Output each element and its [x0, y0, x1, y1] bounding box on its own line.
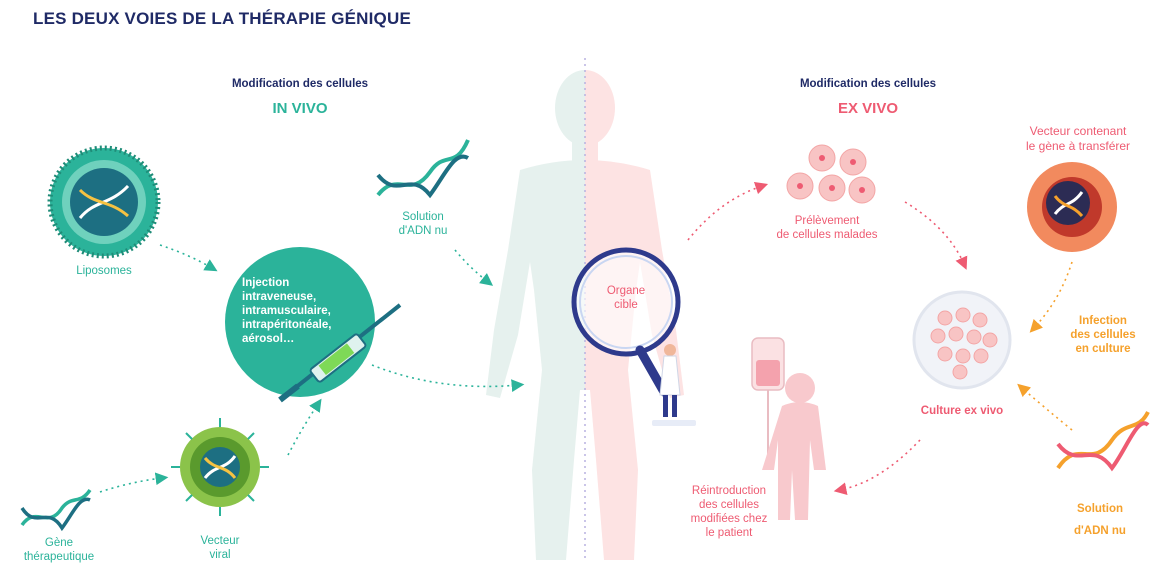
sampling-line-2: de cellules malades — [776, 229, 878, 241]
vector-gene-line-1: Vecteur contenant — [1029, 124, 1127, 138]
infection-line-1: Infection — [1079, 315, 1127, 327]
arrow-injection-body — [371, 364, 525, 392]
gene-label: Gène thérapeutique — [4, 536, 114, 564]
page-title: LES DEUX VOIES DE LA THÉRAPIE GÉNIQUE — [33, 9, 411, 28]
dna-icon-in-vivo — [376, 139, 470, 199]
dna-icon-gene — [20, 488, 92, 532]
liposome-icon — [47, 145, 161, 259]
vector-line-2: viral — [209, 549, 231, 561]
reintro-line-1: Réintroduction — [691, 485, 767, 497]
solution-line-2: d'ADN nu — [398, 225, 448, 237]
organ-line-1: Organe — [606, 285, 646, 297]
reintro-line-4: le patient — [705, 527, 753, 539]
solution-line-2: d'ADN nu — [1074, 525, 1126, 537]
ex-vivo-heading: EX VIVO — [837, 100, 899, 117]
injection-line: aérosol… — [242, 333, 295, 345]
infection-line-3: en culture — [1075, 343, 1131, 355]
viral-vector-label: Vecteur viral — [170, 534, 270, 562]
vector-gene-label: Vecteur contenant le gène à transférer — [1008, 124, 1148, 154]
arrow-virus-injection — [287, 398, 322, 456]
liposomes-label: Liposomes — [76, 265, 132, 277]
vector-cell-icon — [1027, 162, 1117, 252]
petri-dish-icon — [912, 290, 1012, 390]
arrow-liposome-injection — [159, 244, 218, 272]
arrow-dna-culture — [1017, 383, 1073, 431]
injection-label: Injection intraveneuse, intramusculaire,… — [242, 276, 331, 346]
arrow-vector-culture — [1029, 261, 1073, 333]
arrow-gene-virus — [99, 472, 169, 493]
organ-label: Organe cible — [586, 284, 666, 312]
solution-line-1: Solution — [1077, 503, 1123, 515]
gene-line-1: Gène — [44, 537, 74, 549]
syringe-icon — [278, 303, 402, 403]
viral-vector-icon — [171, 418, 269, 516]
patient-icon — [762, 373, 826, 520]
magnifier-icon — [571, 247, 681, 397]
solution-label-in-vivo: Solution d'ADN nu — [368, 210, 478, 238]
infection-label: Infection des cellules en culture — [1058, 314, 1148, 356]
gene-line-2: thérapeutique — [23, 551, 95, 563]
scientist-icon — [652, 344, 696, 426]
ex-vivo-subtitle: Modification des cellules — [799, 78, 937, 90]
injection-line: Injection — [242, 277, 290, 289]
in-vivo-heading: IN VIVO — [272, 100, 328, 117]
arrow-organ-sampling — [687, 181, 769, 241]
culture-label: Culture ex vivo — [920, 405, 1004, 417]
injection-line: intraveneuse, — [242, 291, 317, 303]
in-vivo-subtitle: Modification des cellules — [231, 78, 369, 90]
vector-gene-line-2: le gène à transférer — [1025, 139, 1131, 153]
reintro-line-3: modifiées chez — [690, 513, 768, 525]
arrow-sampling-culture — [904, 201, 968, 270]
solution-label-ex-vivo: Solution d'ADN nu — [1050, 498, 1150, 542]
reintroduction-label: Réintroduction des cellules modifiées ch… — [666, 484, 792, 540]
sampling-label: Prélèvement de cellules malades — [752, 214, 902, 242]
sampling-line-1: Prélèvement — [794, 215, 860, 227]
solution-line-1: Solution — [402, 211, 444, 223]
injection-line: intrapéritonéale, — [242, 319, 332, 331]
organ-line-2: cible — [614, 299, 638, 311]
arrow-culture-patient — [833, 439, 921, 496]
arrow-dna-body — [454, 249, 494, 286]
vector-line-1: Vecteur — [200, 535, 240, 547]
dna-icon-ex-vivo — [1056, 410, 1150, 472]
injection-line: intramusculaire, — [242, 305, 331, 317]
infection-line-2: des cellules — [1070, 329, 1136, 341]
reintro-line-2: des cellules — [698, 499, 760, 511]
sick-cells-icon — [786, 144, 876, 204]
